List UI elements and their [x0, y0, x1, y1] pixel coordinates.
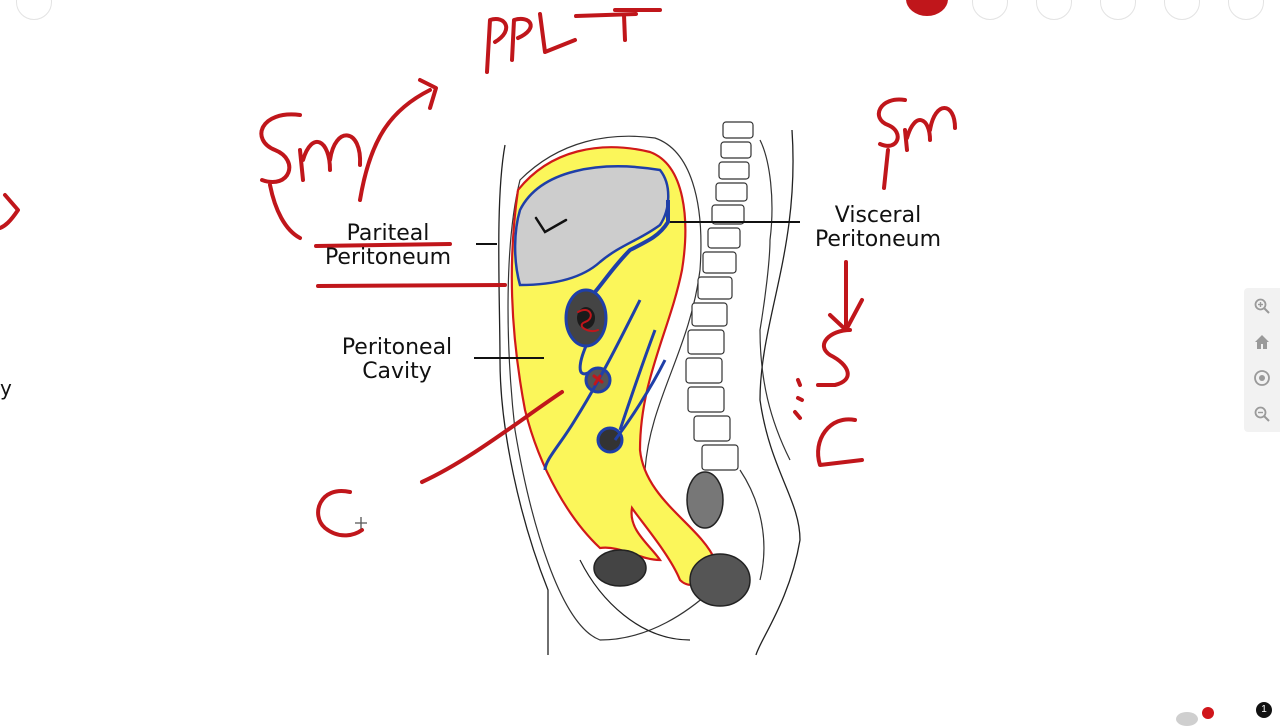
zoom-in-icon[interactable]	[1249, 293, 1275, 319]
peritoneal-cavity-label: Peritoneal Cavity	[326, 336, 468, 384]
status-indicator	[1176, 712, 1198, 726]
live-dot-icon	[1202, 707, 1214, 719]
visceral-label-line1: Visceral	[834, 203, 922, 228]
cavity-label-line1: Peritoneal	[341, 335, 453, 360]
cavity-label-line2: Cavity	[362, 359, 432, 384]
target-icon[interactable]	[1249, 365, 1275, 391]
parietal-peritoneum-label: Pariteal Peritoneum	[310, 222, 466, 270]
visceral-peritoneum-label: Visceral Peritoneum	[800, 204, 956, 252]
zoom-out-icon[interactable]	[1249, 401, 1275, 427]
check-mark	[534, 216, 568, 234]
handwritten-annotations	[0, 8, 957, 538]
parietal-label-line2: Peritoneum	[324, 245, 452, 270]
pen-cursor-icon	[355, 517, 367, 529]
zoom-toolbar	[1244, 288, 1280, 432]
left-edge-fragment: y	[0, 376, 12, 400]
notification-badge[interactable]: 1	[1256, 702, 1272, 718]
visceral-label-line2: Peritoneum	[814, 227, 942, 252]
home-icon[interactable]	[1249, 329, 1275, 355]
record-icon[interactable]	[906, 0, 948, 16]
peritoneum-diagram	[474, 121, 801, 656]
spine	[685, 121, 754, 471]
intestine-loop-2	[596, 426, 624, 454]
liver	[513, 165, 670, 287]
parietal-label-line1: Pariteal	[346, 221, 430, 246]
